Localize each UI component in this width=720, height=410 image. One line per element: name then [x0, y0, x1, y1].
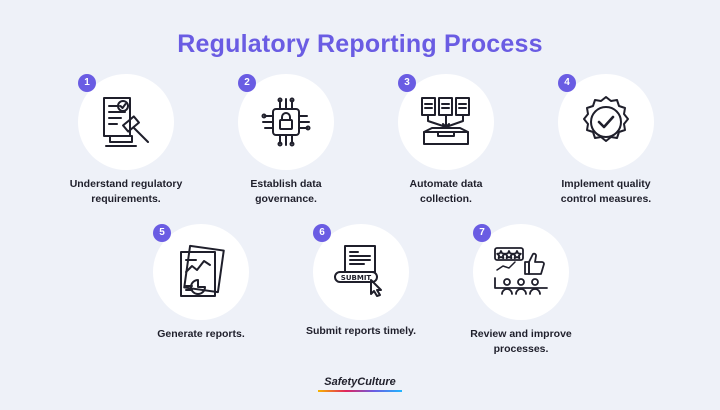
step-4-number: 4	[558, 74, 576, 92]
step-4-label-line1: Implement quality	[561, 178, 651, 190]
step-7-label-line1: Review and improve	[470, 328, 572, 340]
documents-to-inbox-icon	[416, 92, 476, 152]
step-2-label-line1: Establish data	[250, 178, 322, 190]
step-6-label: Submit reports timely.	[281, 324, 441, 339]
step-3-label-line2: collection.	[420, 193, 472, 205]
step-2-label: Establish data governance.	[206, 177, 366, 207]
step-6-circle: SUBMIT	[313, 224, 409, 320]
step-1-number: 1	[78, 74, 96, 92]
gavel-document-icon	[96, 92, 156, 152]
step-3-circle	[398, 74, 494, 170]
step-1-circle	[78, 74, 174, 170]
step-4-label: Implement quality control measures.	[526, 177, 686, 207]
step-1-label-line2: requirements.	[91, 193, 161, 205]
step-1-label: Understand regulatory requirements.	[46, 177, 206, 207]
step-5-label-line1: Generate reports.	[157, 328, 245, 340]
submit-button-icon: SUBMIT	[331, 242, 391, 302]
step-2-circle	[238, 74, 334, 170]
step-5-circle	[153, 224, 249, 320]
check-badge-icon	[576, 92, 636, 152]
report-chart-icon	[171, 242, 231, 302]
logo-underline	[318, 390, 402, 392]
step-7-label: Review and improve processes.	[441, 327, 601, 357]
step-2-label-line2: governance.	[255, 193, 317, 205]
step-3-label: Automate data collection.	[366, 177, 526, 207]
step-3-label-line1: Automate data	[409, 178, 483, 190]
svg-text:SUBMIT: SUBMIT	[341, 274, 372, 282]
step-6-label-line1: Submit reports timely.	[305, 325, 417, 337]
lock-circuit-icon	[256, 92, 316, 152]
step-4-circle	[558, 74, 654, 170]
page-title: Regulatory Reporting Process	[177, 30, 543, 58]
step-7-label-line2: processes.	[493, 343, 549, 355]
step-2-number: 2	[238, 74, 256, 92]
step-7-number: 7	[473, 224, 491, 242]
step-7-circle	[473, 224, 569, 320]
step-1-label-line1: Understand regulatory	[69, 178, 183, 190]
step-4-label-line2: control measures.	[560, 193, 652, 205]
safetyculture-logo: SafetyCulture	[324, 376, 396, 388]
rating-team-icon	[491, 242, 551, 302]
step-6-number: 6	[313, 224, 331, 242]
step-5-label: Generate reports.	[121, 327, 281, 342]
step-3-number: 3	[398, 74, 416, 92]
step-5-number: 5	[153, 224, 171, 242]
